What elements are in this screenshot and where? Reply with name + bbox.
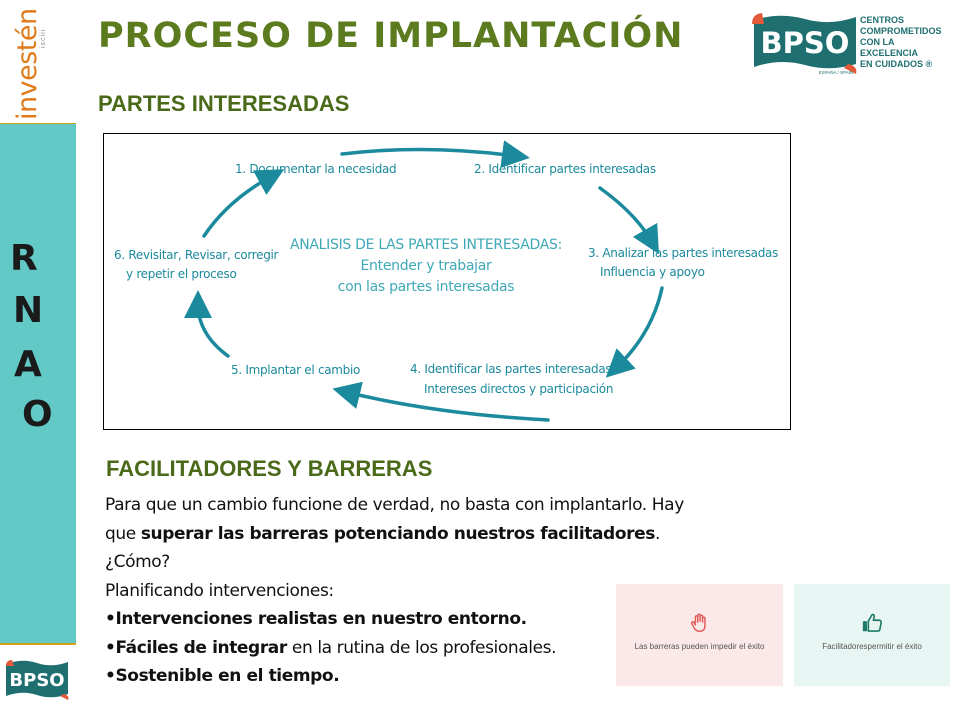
step-5-label: 5. Implantar el cambio bbox=[231, 363, 361, 377]
paragraph: Planificando intervenciones: bbox=[105, 580, 334, 601]
cycle-arrows bbox=[184, 140, 664, 422]
step-4-sub: Intereses directos y participación bbox=[424, 382, 614, 396]
hand-stop-icon bbox=[690, 613, 706, 632]
sidebar-band bbox=[0, 124, 76, 644]
step-4-label: 4. Identificar las partes interesadas bbox=[410, 362, 612, 376]
bpso-region-text: ESPAÑA / SPAIN bbox=[819, 69, 854, 75]
bullet-item: •Fáciles de integrar en la rutina de los… bbox=[105, 634, 825, 663]
paragraph: que superar las barreras potenciando nue… bbox=[105, 520, 825, 549]
cycle-diagram: 1. Documentar la necesidad 2. Identifica… bbox=[103, 133, 791, 430]
bpso-caption: CENTROS COMPROMETIDOS CON LA EXCELENCIA … bbox=[860, 15, 942, 70]
bpso-small-text: BPSO bbox=[9, 670, 64, 691]
center-line: Entender y trabajar bbox=[360, 258, 492, 274]
bold-run: superar las barreras potenciando nuestro… bbox=[140, 523, 655, 544]
rnao-letter: R bbox=[10, 238, 38, 279]
step-6-sub: y repetir el proceso bbox=[126, 267, 237, 281]
bold-run: •Fáciles de integrar bbox=[105, 637, 287, 658]
step-3-sub: Influencia y apoyo bbox=[600, 265, 705, 279]
text-run: que bbox=[105, 523, 141, 544]
facilitator-card: Facilitadorespermitir el éxito bbox=[794, 584, 950, 686]
investen-logo-text: investén bbox=[12, 8, 43, 120]
bullet-item: •Intervenciones realistas en nuestro ent… bbox=[105, 605, 825, 634]
barrier-card: Las barreras pueden impedir el éxito bbox=[616, 584, 783, 686]
diagram-center-text: ANALISIS DE LAS PARTES INTERESADAS: Ente… bbox=[276, 235, 576, 298]
text-run: en la rutina de los profesionales. bbox=[286, 637, 557, 658]
bpso-logo-text: BPSO bbox=[761, 26, 850, 60]
step-3-label: 3. Analizar las partes interesadas bbox=[588, 246, 779, 260]
bpso-small-logo: BPSO bbox=[6, 660, 69, 700]
step-2-label: 2. Identificar partes interesadas bbox=[474, 162, 656, 176]
bpso-caption-line: CON LA bbox=[860, 37, 895, 47]
rnao-letter: O bbox=[22, 394, 53, 435]
investen-logo-sub: isciii bbox=[40, 28, 47, 48]
facilitator-card-label: Facilitadorespermitir el éxito bbox=[822, 642, 922, 651]
bpso-caption-line: COMPROMETIDOS bbox=[860, 26, 942, 36]
section-heading-partes: PARTES INTERESADAS bbox=[98, 91, 350, 116]
rnao-letter: N bbox=[13, 290, 44, 331]
investen-logo: investén isciii bbox=[12, 4, 54, 120]
bpso-caption-line: EN CUIDADOS ® bbox=[860, 59, 933, 69]
center-line: ANALISIS DE LAS PARTES INTERESADAS: bbox=[289, 237, 563, 253]
paragraph: Para que un cambio funcione de verdad, n… bbox=[105, 495, 684, 515]
bullet-item: •Sostenible en el tiempo. bbox=[105, 662, 825, 691]
bold-run: •Sostenible en el tiempo. bbox=[105, 666, 340, 686]
bpso-logo: BPSO ESPAÑA / SPAIN bbox=[752, 13, 857, 75]
paragraph: ¿Cómo? bbox=[105, 552, 170, 572]
step-6-label: 6. Revisitar, Revisar, corregir bbox=[114, 248, 279, 262]
bold-run: •Intervenciones realistas en nuestro ent… bbox=[105, 609, 527, 629]
bpso-caption-line: CENTROS bbox=[860, 15, 905, 25]
page-title: PROCESO DE IMPLANTACIÓN bbox=[98, 16, 684, 56]
rnao-letter: A bbox=[14, 344, 42, 385]
bpso-caption-line: EXCELENCIA bbox=[860, 48, 919, 58]
sidebar-bottom-rule bbox=[0, 643, 76, 645]
section-heading-facilitadores: FACILITADORES Y BARRERAS bbox=[106, 456, 433, 481]
step-1-label: 1. Documentar la necesidad bbox=[235, 162, 397, 176]
center-line: con las partes interesadas bbox=[337, 279, 515, 295]
text-run: . bbox=[654, 523, 660, 544]
thumbs-up-icon bbox=[862, 613, 882, 632]
body-text: Para que un cambio funcione de verdad, n… bbox=[105, 491, 825, 691]
barrier-card-label: Las barreras pueden impedir el éxito bbox=[634, 642, 765, 651]
